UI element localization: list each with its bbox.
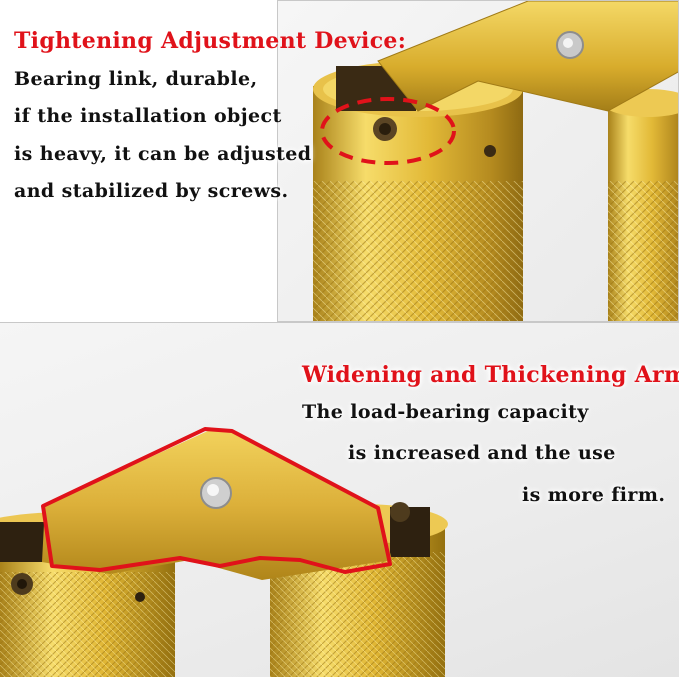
bottom-line-2: is increased and the use — [348, 442, 616, 464]
bottom-line-3: is more firm. — [522, 484, 666, 506]
highlight-arm-outline — [41, 427, 392, 574]
top-line-4: and stabilized by screws. — [14, 180, 289, 202]
highlight-ellipse — [320, 97, 456, 165]
bottom-line-1: The load-bearing capacity — [302, 401, 589, 423]
top-line-2: if the installation object — [14, 105, 282, 127]
hinge-closeup-photo-bottom — [0, 322, 679, 677]
bottom-heading: Widening and Thickening Arms: — [302, 362, 679, 388]
divider-line — [0, 322, 679, 323]
top-line-3: is heavy, it can be adjusted — [14, 143, 312, 165]
top-heading: Tightening Adjustment Device: — [14, 28, 407, 54]
hinge-bottom-illustration — [0, 427, 448, 677]
hinge-closeup-photo-top — [277, 0, 679, 322]
hinge-top-illustration — [313, 1, 678, 321]
top-line-1: Bearing link, durable, — [14, 68, 258, 90]
